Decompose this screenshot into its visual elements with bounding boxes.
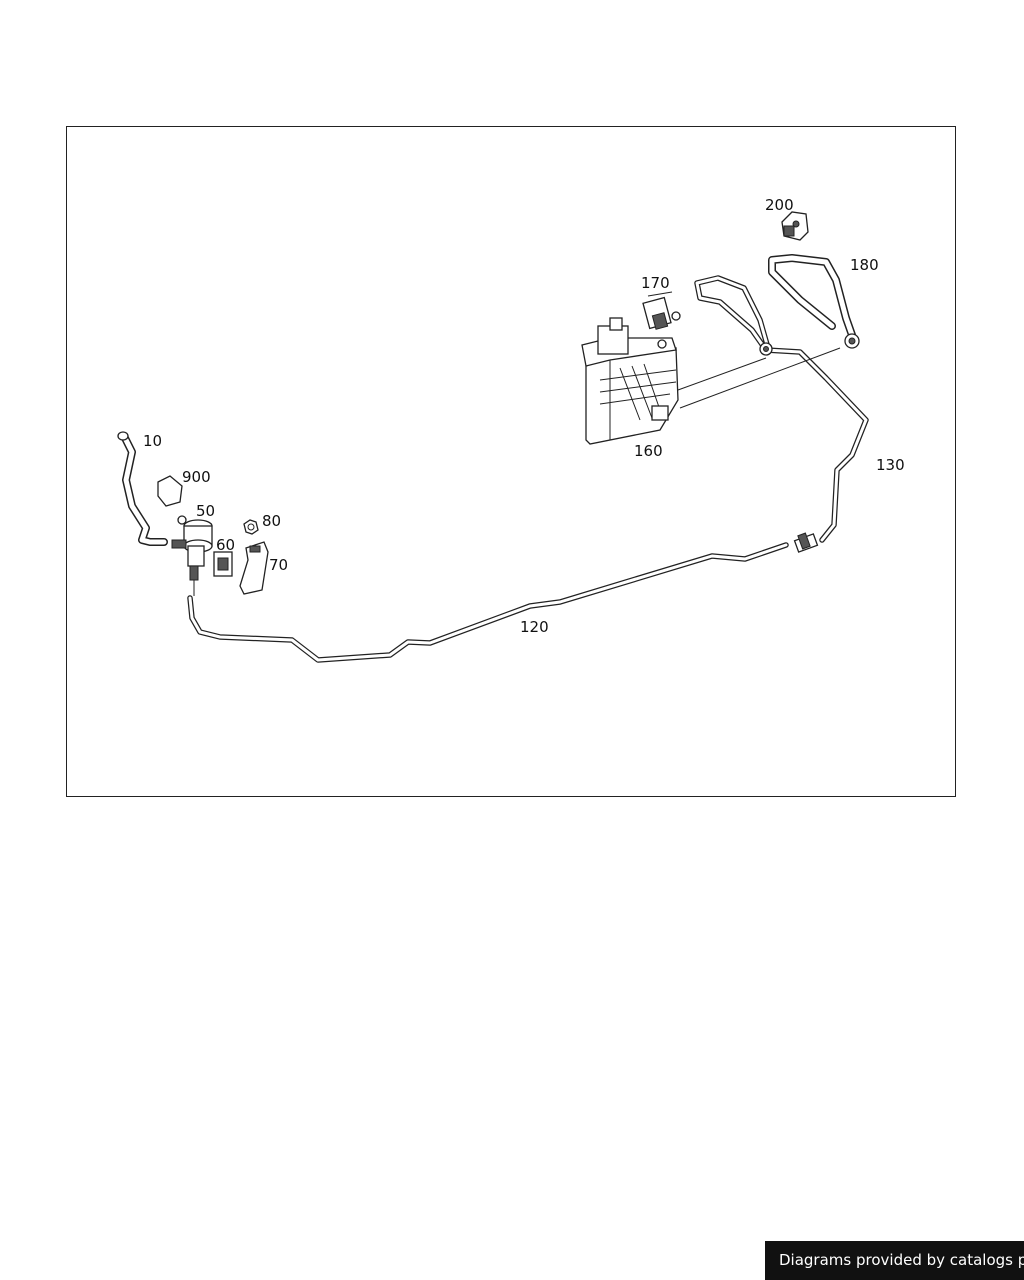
callout-80: 80	[262, 512, 281, 530]
valve-170	[642, 291, 681, 330]
hose-10	[117, 431, 168, 546]
pipe-130	[694, 275, 869, 543]
leader-line	[677, 357, 767, 391]
callout-900: 900	[182, 468, 211, 486]
callout-60: 60	[216, 536, 235, 554]
pipe-120	[187, 542, 789, 663]
callout-130: 130	[876, 456, 905, 474]
carbon-canister-160	[581, 317, 679, 445]
callout-10: 10	[143, 432, 162, 450]
callout-120: 120	[520, 618, 549, 636]
connector-130	[793, 532, 819, 553]
callout-labels: 10 900 50 60 80 70 120 130 160 170 180 2…	[143, 196, 905, 636]
part-900	[157, 475, 183, 507]
callout-50: 50	[196, 502, 215, 520]
callout-170: 170	[641, 274, 670, 292]
hose-180	[759, 254, 860, 356]
nut-80	[243, 519, 259, 535]
callout-70: 70	[269, 556, 288, 574]
leader-line	[679, 347, 841, 409]
clip-60	[213, 551, 233, 577]
diagram-credit: Diagrams provided by catalogs parts	[765, 1241, 1024, 1280]
callout-180: 180	[850, 256, 879, 274]
bracket-200	[781, 211, 809, 241]
callout-160: 160	[634, 442, 663, 460]
callout-200: 200	[765, 196, 794, 214]
sensor-50	[171, 515, 213, 596]
bracket-70	[239, 541, 269, 595]
diagram-frame	[66, 126, 956, 797]
